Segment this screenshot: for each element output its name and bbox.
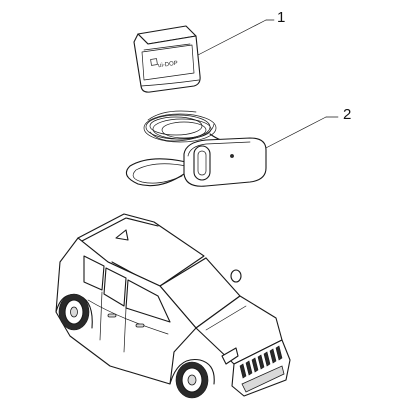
side-mirror — [230, 269, 242, 283]
rear-wheel — [58, 293, 90, 331]
fob-top-edge — [187, 141, 251, 157]
headlight — [221, 347, 239, 365]
callout-1: 1 — [195, 9, 285, 57]
coiled-cable — [143, 110, 217, 143]
front-wheel — [175, 361, 209, 399]
dongle-label-text: ui-DOP — [158, 61, 178, 70]
lower-intake — [241, 365, 285, 393]
front-grille — [239, 345, 283, 379]
rear-quarter-window — [83, 255, 105, 291]
fob-button-inner — [197, 150, 207, 176]
lanyard-inner — [132, 163, 187, 184]
front-door-handle — [135, 323, 145, 328]
part-1-obd-dongle: ui-DOP — [133, 25, 201, 93]
dongle-label-panel — [141, 44, 195, 81]
roof-rail-left — [79, 217, 159, 243]
b-pillar-line — [123, 307, 127, 353]
dongle-edge-line — [143, 43, 191, 51]
callout-2: 2 — [257, 106, 351, 153]
fob-indicator-dot — [230, 154, 234, 158]
dongle-bottom-ridge — [140, 79, 200, 87]
callout-2-leader — [257, 116, 327, 153]
lanyard-loop — [125, 158, 187, 187]
dongle-body — [133, 33, 201, 93]
front-wheel-arch — [169, 358, 215, 385]
rear-door-handle — [107, 313, 117, 318]
part-2-cable-and-fob — [125, 110, 267, 187]
dongle-label-glyph — [150, 58, 158, 66]
c-pillar-line — [99, 291, 103, 341]
rear-door-window — [103, 267, 127, 307]
shark-fin-antenna — [115, 229, 129, 241]
callout-2-number: 2 — [343, 106, 351, 123]
callout-1-number: 1 — [277, 9, 285, 26]
callout-1-leader — [195, 19, 267, 57]
body-crease — [87, 299, 169, 335]
vehicle-suv — [55, 213, 291, 399]
front-door-window — [125, 279, 171, 323]
hood-line — [205, 305, 247, 331]
